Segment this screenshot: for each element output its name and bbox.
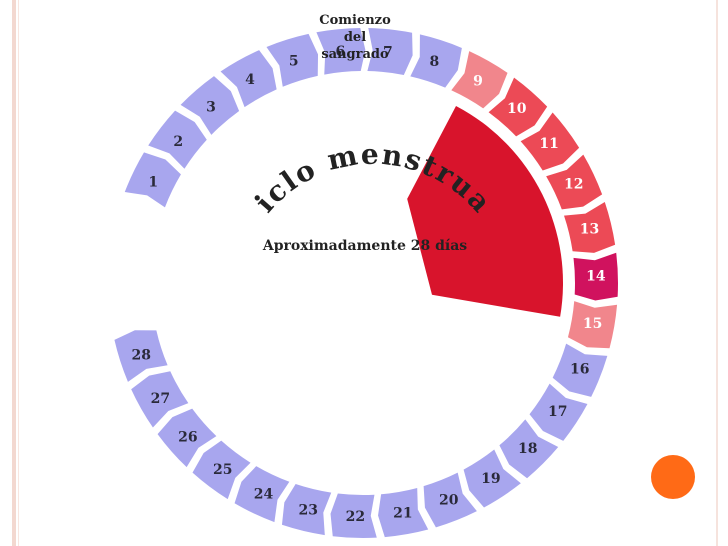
day-label: 16 xyxy=(570,362,589,378)
day-label: 26 xyxy=(178,430,197,446)
day-label: 10 xyxy=(507,101,527,117)
day-label: 2 xyxy=(173,134,183,150)
day-label: 13 xyxy=(580,221,599,237)
start-label-line-1: Comienzo xyxy=(319,13,391,28)
day-label: 18 xyxy=(518,441,537,457)
day-label: 5 xyxy=(289,54,299,70)
day-segment xyxy=(529,383,588,441)
day-segment xyxy=(564,201,616,253)
day-segment xyxy=(567,301,618,349)
day-segment xyxy=(367,28,413,75)
day-label: 21 xyxy=(393,506,412,522)
left-frame-line xyxy=(12,0,16,546)
day-label: 8 xyxy=(430,54,440,70)
day-label: 25 xyxy=(213,462,232,478)
day-segment xyxy=(114,330,168,382)
day-segment xyxy=(131,371,189,428)
right-frame-line xyxy=(716,0,718,546)
day-segment xyxy=(192,440,251,500)
start-label-line-3: sangrado xyxy=(321,47,389,62)
day-label: 12 xyxy=(564,177,583,193)
day-segment xyxy=(451,51,508,109)
day-label: 6 xyxy=(336,44,346,60)
day-label: 17 xyxy=(548,404,567,420)
day-segment xyxy=(423,472,477,528)
day-segment xyxy=(330,493,377,538)
day-label: 22 xyxy=(346,509,365,525)
day-segment xyxy=(520,112,580,171)
day-segment xyxy=(573,252,618,301)
day-segment xyxy=(488,77,548,137)
day-segment xyxy=(410,34,462,88)
start-label-line-2: del xyxy=(344,30,366,45)
fertile-label: Período fértil xyxy=(362,321,455,409)
day-label: 24 xyxy=(254,487,274,503)
start-label: Comienzo del sangrado xyxy=(319,13,391,62)
day-segment xyxy=(378,487,429,538)
day-segment xyxy=(316,28,366,75)
day-label: 11 xyxy=(539,136,558,152)
day-segment xyxy=(180,76,240,135)
day-label: 20 xyxy=(439,493,459,509)
day-segment xyxy=(552,343,608,397)
day-segment xyxy=(499,419,559,479)
day-label: 28 xyxy=(131,347,150,363)
left-frame-line-thin xyxy=(18,0,19,546)
day-segment xyxy=(463,449,521,508)
diagram-subtitle: Aproximadamente 28 días xyxy=(262,238,467,254)
day-label: 19 xyxy=(481,471,500,487)
day-label: 3 xyxy=(206,99,216,115)
day-label: 4 xyxy=(245,72,255,88)
day-label: 1 xyxy=(148,174,158,190)
day-label: 9 xyxy=(473,73,483,89)
day-segment xyxy=(124,152,181,208)
day-segment xyxy=(234,466,290,523)
day-segment xyxy=(281,484,332,536)
day-label: 27 xyxy=(151,391,170,407)
day-label: 14 xyxy=(586,268,606,284)
day-segment xyxy=(546,154,603,210)
day-segment xyxy=(220,50,277,108)
accent-dot xyxy=(651,455,695,499)
day-segment xyxy=(157,408,217,468)
day-segment xyxy=(266,33,319,87)
day-segment xyxy=(148,110,207,169)
fertile-period-sector xyxy=(407,105,563,317)
day-label: 7 xyxy=(383,44,393,60)
day-label: 23 xyxy=(299,503,318,519)
day-label: 15 xyxy=(583,316,602,332)
